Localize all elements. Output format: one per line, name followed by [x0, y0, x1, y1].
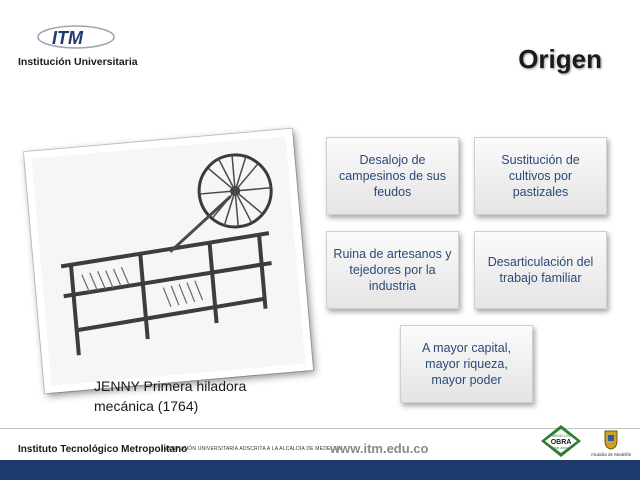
footer-institution: Instituto Tecnológico Metropolitano — [18, 444, 188, 455]
medellin-obra-logo-icon: MEDELLÍN OBRA con amor — [541, 425, 581, 457]
caption-line-2: mecánica (1764) — [94, 398, 199, 414]
alcaldia-label: Alcaldía de Medellín — [590, 452, 632, 457]
obra-line-2: OBRA — [551, 439, 572, 446]
footer-subtitle: INSTITUCIÓN UNIVERSITARIA ADSCRITA A LA … — [162, 446, 342, 452]
obra-line-1: MEDELLÍN — [552, 434, 570, 438]
footer-bar — [0, 460, 640, 480]
obra-line-3: con amor — [554, 446, 569, 450]
footer-divider — [0, 428, 640, 429]
card-mayor-capital: A mayor capital, mayor riqueza, mayor po… — [400, 325, 533, 403]
spinning-jenny-illustration-icon — [60, 153, 273, 356]
card-desarticulacion: Desarticulación del trabajo familiar — [474, 231, 607, 309]
alcaldia-logo: Alcaldía de Medellín — [588, 430, 634, 460]
alcaldia-shield-icon — [604, 430, 618, 450]
slide-title: Origen — [518, 44, 602, 74]
card-ruina: Ruina de artesanos y tejedores por la in… — [326, 231, 459, 309]
image-caption: JENNY Primera hiladora mecánica (1764) — [94, 376, 246, 416]
caption-line-1: JENNY Primera hiladora — [94, 378, 247, 394]
footer-url-link[interactable]: www.itm.edu.co — [330, 441, 429, 456]
card-sustitucion: Sustitución de cultivos por pastizales — [474, 137, 607, 215]
itm-logo: ITM Institución Universitaria — [14, 20, 138, 70]
institution-label: Institución Universitaria — [18, 56, 138, 68]
itm-logo-text: ITM — [52, 28, 84, 48]
card-desalojo: Desalojo de campesinos de sus feudos — [326, 137, 459, 215]
itm-logo-icon: ITM — [37, 25, 115, 49]
spinning-jenny-photo — [23, 128, 314, 394]
